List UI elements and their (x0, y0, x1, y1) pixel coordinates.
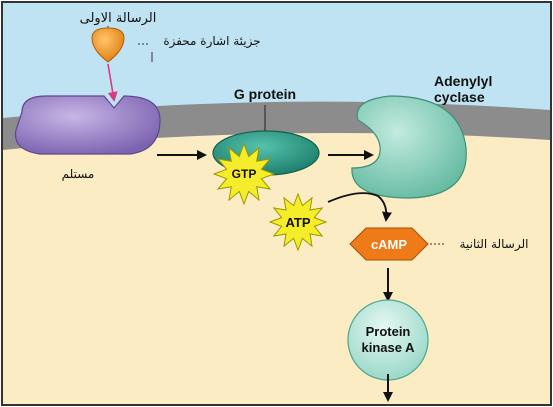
signal-molecule (91, 26, 125, 63)
adenylyl-cyclase (351, 95, 467, 199)
g-protein-label: G protein (234, 86, 296, 102)
gtp-starburst-icon (212, 142, 276, 206)
binding-pointer-arrow (107, 63, 118, 102)
protein-kinase-a-label-line2: kinase A (362, 340, 416, 355)
camp-label: cAMP (371, 237, 407, 252)
adenylyl-cyclase-label-line2: cyclase (434, 89, 485, 105)
signal-molecule-label: جزيئة اشارة محفزة (163, 34, 260, 49)
arrow-atp-to-camp (327, 192, 392, 222)
second-messenger-label: الرسالة الثانية (460, 237, 529, 252)
receptor-label: مستلم (62, 167, 95, 181)
camp-diamond (349, 227, 429, 261)
gtp-label: GTP (232, 167, 257, 181)
adenylyl-cyclase-label-line1: Adenylyl (434, 73, 492, 89)
first-messenger-label: الرسالة الاولى (80, 11, 157, 26)
atp-starburst-icon (268, 192, 328, 252)
atp-label: ATP (285, 215, 310, 230)
receptor-protein (14, 95, 161, 155)
protein-kinase-a-label-line1: Protein (366, 324, 411, 339)
